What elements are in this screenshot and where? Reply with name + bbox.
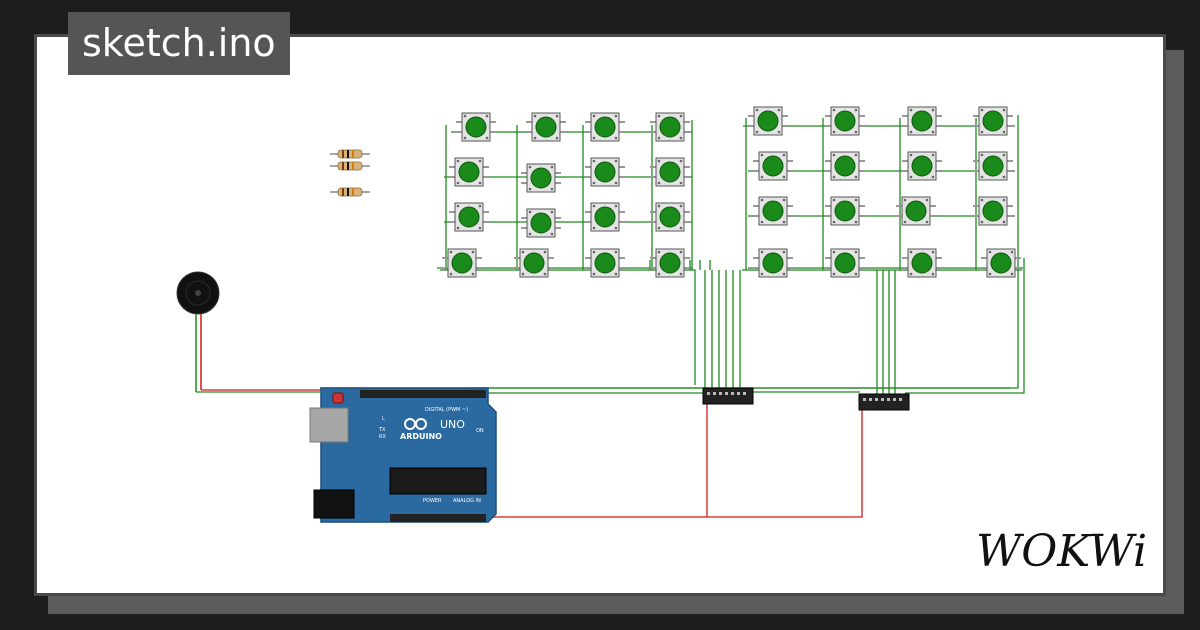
connector-chip-right[interactable] [858, 393, 910, 411]
pushbutton[interactable] [973, 106, 1013, 136]
board-rx-label: RX [379, 434, 386, 440]
pushbutton[interactable] [825, 196, 865, 226]
arduino-logo-icon [404, 418, 427, 430]
analog-header [390, 514, 486, 522]
arduino-uno-board[interactable]: DIGITAL (PWM ~) ARDUINO UNO ON L TX RX P… [309, 387, 497, 523]
pushbutton[interactable] [650, 202, 690, 232]
digital-header [360, 390, 486, 398]
pushbutton[interactable] [526, 112, 566, 142]
pushbutton[interactable] [585, 112, 625, 142]
pushbutton[interactable] [825, 248, 865, 278]
pushbutton[interactable] [973, 196, 1013, 226]
buzzer[interactable] [176, 271, 220, 392]
pushbutton[interactable] [456, 112, 496, 142]
pushbutton[interactable] [753, 196, 793, 226]
board-power-label: POWER [423, 498, 442, 504]
pushbutton[interactable] [753, 248, 793, 278]
pushbutton[interactable] [902, 106, 942, 136]
keypad-left[interactable] [442, 112, 690, 278]
pushbutton[interactable] [650, 112, 690, 142]
board-analog-label: ANALOG IN [453, 498, 481, 504]
board-l-label: L [382, 416, 385, 422]
board-maker-label: ARDUINO [400, 432, 442, 441]
board-tx-label: TX [378, 427, 386, 433]
usb-port [309, 407, 349, 443]
keypad-right[interactable] [748, 106, 1021, 278]
resistor-group[interactable] [330, 149, 370, 197]
pushbutton[interactable] [896, 196, 936, 226]
board-digital-label: DIGITAL (PWM ~) [425, 407, 468, 413]
board-model-label: UNO [440, 418, 465, 431]
pushbutton[interactable] [902, 248, 942, 278]
power-jack [313, 489, 355, 519]
resistor[interactable] [330, 187, 370, 197]
pushbutton[interactable] [650, 157, 690, 187]
pushbutton[interactable] [973, 151, 1013, 181]
connector-chip-left[interactable] [702, 387, 754, 405]
pushbutton[interactable] [521, 208, 561, 238]
pushbutton[interactable] [825, 106, 865, 136]
pushbutton[interactable] [585, 157, 625, 187]
microcontroller-chip [389, 467, 487, 495]
resistor[interactable] [330, 161, 370, 171]
wokwi-logo: WOKWi [976, 526, 1147, 577]
pushbutton[interactable] [449, 157, 489, 187]
pushbutton[interactable] [442, 248, 482, 278]
sketch-title: sketch.ino [68, 12, 290, 75]
pushbutton[interactable] [585, 202, 625, 232]
pushbutton[interactable] [748, 106, 788, 136]
pushbutton[interactable] [521, 163, 561, 193]
pushbutton[interactable] [514, 248, 554, 278]
pushbutton[interactable] [753, 151, 793, 181]
resistor[interactable] [330, 149, 370, 159]
pushbutton[interactable] [585, 248, 625, 278]
pushbutton[interactable] [902, 151, 942, 181]
pushbutton[interactable] [449, 202, 489, 232]
pushbutton[interactable] [981, 248, 1021, 278]
pushbutton[interactable] [825, 151, 865, 181]
board-on-label: ON [476, 428, 484, 434]
reset-button[interactable] [332, 392, 344, 404]
pushbutton[interactable] [650, 248, 690, 278]
